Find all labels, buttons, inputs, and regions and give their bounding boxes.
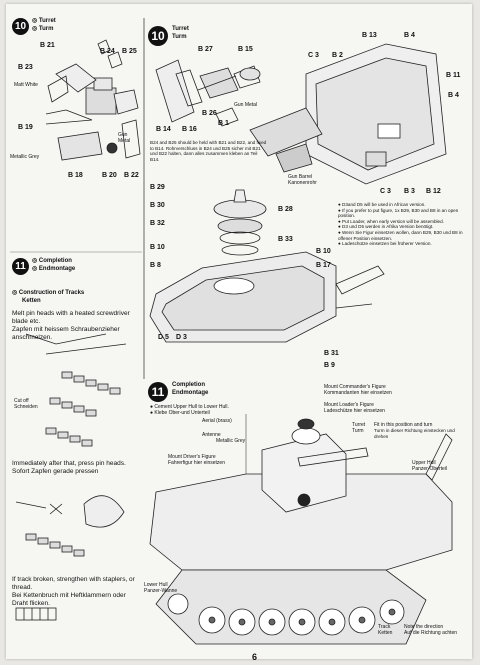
cut-off-label-de: Schneiden	[14, 404, 38, 410]
direction-note-de: Auf die Richtung achten	[404, 630, 458, 636]
part-label: B 23	[18, 64, 33, 71]
page-number: 6	[252, 652, 258, 662]
part-label: B 19	[18, 124, 33, 131]
callout-label: Kanonenrohr	[288, 180, 317, 186]
commander-label-de: Kommandanten hier einsetzen	[324, 390, 392, 396]
step10-right-title-de: Turm	[172, 34, 187, 40]
step11-title-en: Completion	[172, 382, 205, 388]
step-number-badge: 10	[148, 26, 168, 46]
turret-label: Turret	[352, 422, 366, 428]
part-label: B 20	[102, 172, 117, 179]
part-label: B 13	[362, 32, 377, 39]
step11-left-title-de: ◎ Endmontage	[32, 266, 76, 272]
paint-label: Metallic Grey	[216, 438, 246, 444]
track-instruction-de: Zapfen mit heissem Schraubenzieher ansch…	[12, 326, 120, 341]
part-label: B 12	[426, 188, 441, 195]
part-label: B 3	[404, 188, 415, 195]
callout-label: Gun Barrel	[288, 174, 313, 180]
note-line: ● Wenn Sie Figur einsetzen wollen, dann …	[338, 229, 463, 241]
repair-instruction-de: Bei Kettenbruch mit Heftklammern oder Dr…	[12, 592, 126, 607]
instruction-page: 10 ◎ Turret ◎ Turm B 21 B 24 B 25 B 23 M…	[6, 4, 472, 662]
step11-left-title-jp: ◎ Completion	[32, 258, 72, 264]
part-label: B 31	[324, 350, 339, 357]
part-label: B 29	[150, 184, 165, 191]
part-label: B 32	[150, 220, 165, 227]
lower-hull-label-de: Panzer-Wanne	[144, 588, 178, 594]
track-label-de: Ketten	[378, 630, 393, 636]
middle-notes: ● D3and D5 will be used in African versi…	[338, 202, 464, 247]
aerial-label: Aerial (brass)	[202, 418, 232, 424]
part-label: C 3	[308, 52, 319, 59]
tracks-title-de: Ketten	[22, 298, 41, 304]
paint-label: Gun Metal	[118, 132, 131, 144]
part-label: B 10	[316, 248, 331, 255]
note-line: ● Put Loader, when early version will be…	[338, 218, 444, 224]
step-number-badge: 11	[12, 258, 29, 275]
part-label: B 8	[150, 262, 161, 269]
part-label: B 22	[124, 172, 139, 179]
paint-label: Metallic Grey	[10, 154, 40, 160]
driver-label-de: Fahrerfigur hier einsetzen	[168, 460, 225, 466]
part-label: B 16	[182, 126, 197, 133]
part-label: B 17	[316, 262, 331, 269]
assembly-line-art	[10, 18, 453, 645]
commander-label: Mount Commander's Figure	[324, 384, 386, 390]
step10-left-title-de: ◎ Turm	[32, 26, 54, 32]
note-line: ● D3and D5 will be used in African versi…	[338, 202, 426, 207]
part-label: D 5	[158, 334, 169, 341]
track-label: Track	[378, 624, 391, 630]
cement-note-de: ● Klebe Ober-und Unterteil	[150, 410, 210, 416]
cut-off-label: Cut off	[14, 398, 29, 404]
part-label: B 11	[446, 72, 461, 79]
part-label: B 24	[100, 48, 115, 55]
part-label: C 3	[380, 188, 391, 195]
part-label: D 3	[176, 334, 187, 341]
repair-instruction-en: If track broken, strengthen with stapler…	[12, 576, 135, 591]
driver-label: Mount Driver's Figure	[168, 454, 216, 460]
track-instruction-en: Melt pin heads with a heated screwdriver…	[12, 310, 130, 325]
turn-instruction-de: Turm in dieser Richtung einstecken und d…	[374, 428, 455, 439]
part-label: B 14	[156, 126, 171, 133]
loader-label-de: Ladeschütze hier einsetzen	[324, 408, 385, 414]
part-label: B 30	[150, 202, 165, 209]
upper-hull-label-de: Panzer-Oberteil	[412, 466, 448, 472]
step11-title-de: Endmontage	[172, 390, 209, 396]
upper-hull-label: Upper Hull	[412, 460, 436, 466]
part-label: B 4	[404, 32, 415, 39]
tracks-title: ◎ Construction of Tracks	[12, 290, 85, 296]
part-label: B 9	[324, 362, 335, 369]
part-label: B 18	[68, 172, 83, 179]
step-number-badge: 11	[148, 382, 168, 402]
part-label: B 26	[202, 110, 217, 117]
loader-label: Mount Loader's Figure	[324, 402, 374, 408]
part-label: B 25	[122, 48, 137, 55]
paint-label: Matt White	[14, 82, 38, 88]
part-label: B 15	[238, 46, 253, 53]
note-line: ● Ladeschütze einsetzen bei früherer Ver…	[338, 241, 432, 247]
aerial-label-de: Antenne	[202, 432, 221, 438]
step10-right-title-en: Turret	[172, 26, 189, 32]
part-label: B 10	[150, 244, 165, 251]
press-instruction-en: Immediately after that, press pin heads.	[12, 460, 126, 467]
part-label: B 2	[332, 52, 343, 59]
turret-label-de: Turm	[352, 428, 364, 434]
lower-hull-label: Lower Hull	[144, 582, 168, 588]
part-label: B 28	[278, 206, 293, 213]
part-label: B 21	[40, 42, 55, 49]
turn-instruction: Fit in this position and turn	[374, 422, 433, 428]
step10-left-title-jp: ◎ Turret	[32, 18, 56, 24]
step-number-badge: 10	[12, 18, 29, 35]
press-instruction-de: Sofort Zapfen gerade pressen	[12, 468, 99, 475]
paint-label: Gun Metal	[234, 102, 258, 108]
assembly-note: B24 and B25 should be held with B21 and …	[150, 140, 267, 162]
note-line: ● D3 und D5 werden in Afrika Version ben…	[338, 224, 434, 230]
part-label: B 33	[278, 236, 293, 243]
part-label: B 27	[198, 46, 213, 53]
direction-note: Note the direction	[404, 624, 444, 630]
part-label: B 4	[448, 92, 459, 99]
part-label: B 1	[218, 120, 229, 127]
cement-note-en: ● Cement Upper Hull to Lower Hull.	[150, 404, 229, 410]
note-line: ● If you prefer to put figure, 1x B29, B…	[338, 207, 459, 219]
